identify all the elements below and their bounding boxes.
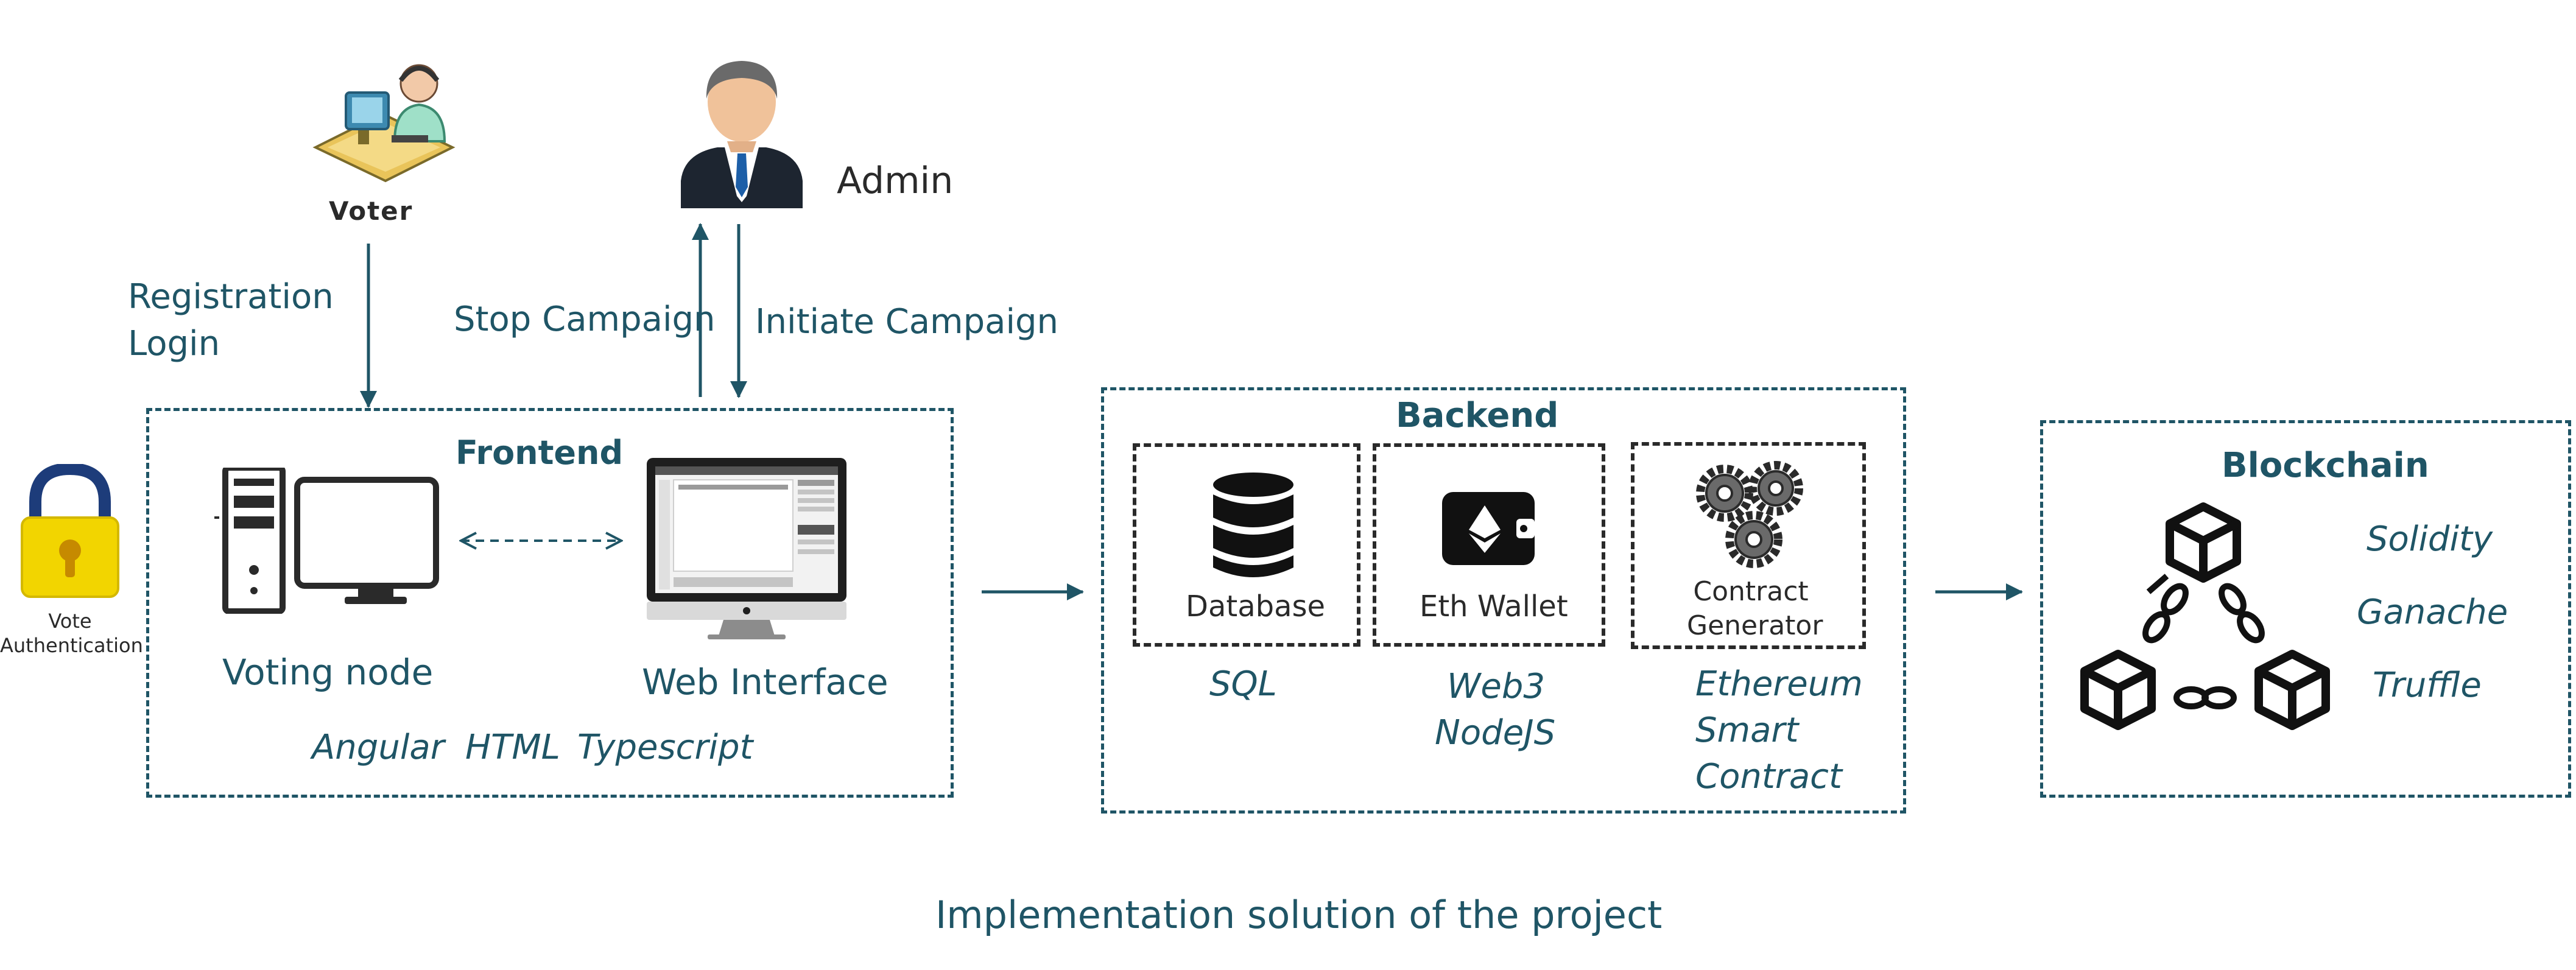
vote-auth-line-1: Vote <box>48 610 92 633</box>
stop-campaign-label: Stop Campaign <box>454 300 716 339</box>
vote-auth-line-2: Authentication <box>0 634 143 657</box>
backend-tech-sql: SQL <box>1209 664 1277 704</box>
backend-group <box>1101 387 1906 814</box>
gears-icon <box>1696 461 1803 568</box>
database-label: Database <box>1186 589 1326 624</box>
desktop-computer-icon <box>214 468 439 614</box>
database-icon <box>1213 473 1293 577</box>
eth-wallet-box <box>1373 443 1605 647</box>
contract-generator-line-1: Contract <box>1693 576 1809 607</box>
vote-authentication-label: Vote Authentication <box>0 609 143 658</box>
admin-person-icon <box>681 61 803 208</box>
voter-at-desk-icon <box>312 64 456 183</box>
admin-label: Admin <box>837 160 954 202</box>
web-interface-label: Web Interface <box>642 661 889 703</box>
blockchain-tech-solidity: Solidity <box>2367 519 2493 559</box>
database-box <box>1133 443 1360 647</box>
contract-generator-box <box>1631 442 1866 649</box>
backend-tech-smart: Smart <box>1695 711 1799 750</box>
frontend-group <box>146 408 954 798</box>
login-label: Login <box>128 324 220 364</box>
eth-wallet-label: Eth Wallet <box>1420 589 1568 624</box>
contract-generator-line-2: Generator <box>1687 610 1823 641</box>
backend-tech-web3: Web3 <box>1447 667 1545 706</box>
voter-label: Voter <box>329 196 413 226</box>
initiate-campaign-label: Initiate Campaign <box>755 302 1059 342</box>
frontend-tech-angular: Angular <box>312 728 445 767</box>
backend-tech-nodejs: NodeJS <box>1435 713 1556 753</box>
voting-node-label: Voting node <box>222 652 434 693</box>
monitor-web-icon <box>647 458 846 639</box>
frontend-title: Frontend <box>456 434 624 472</box>
blockchain-tech-ganache: Ganache <box>2357 592 2508 632</box>
backend-tech-contract: Contract <box>1695 757 1842 796</box>
blockchain-title: Blockchain <box>2222 446 2429 485</box>
blockchain-group <box>2040 420 2571 798</box>
blockchain-tech-truffle: Truffle <box>2373 666 2482 705</box>
frontend-tech-html: HTML <box>465 728 560 767</box>
padlock-icon <box>21 464 119 598</box>
diagram-caption: Implementation solution of the project <box>935 893 1663 937</box>
backend-tech-ethereum: Ethereum <box>1695 664 1863 704</box>
contract-generator-label: Contract Generator <box>1687 575 1823 643</box>
blockchain-cubes-icon <box>2080 502 2330 730</box>
frontend-tech-typescript: Typescript <box>577 728 753 767</box>
registration-label: Registration <box>128 277 334 317</box>
backend-title: Backend <box>1396 396 1559 435</box>
ethereum-wallet-icon <box>1442 492 1535 565</box>
